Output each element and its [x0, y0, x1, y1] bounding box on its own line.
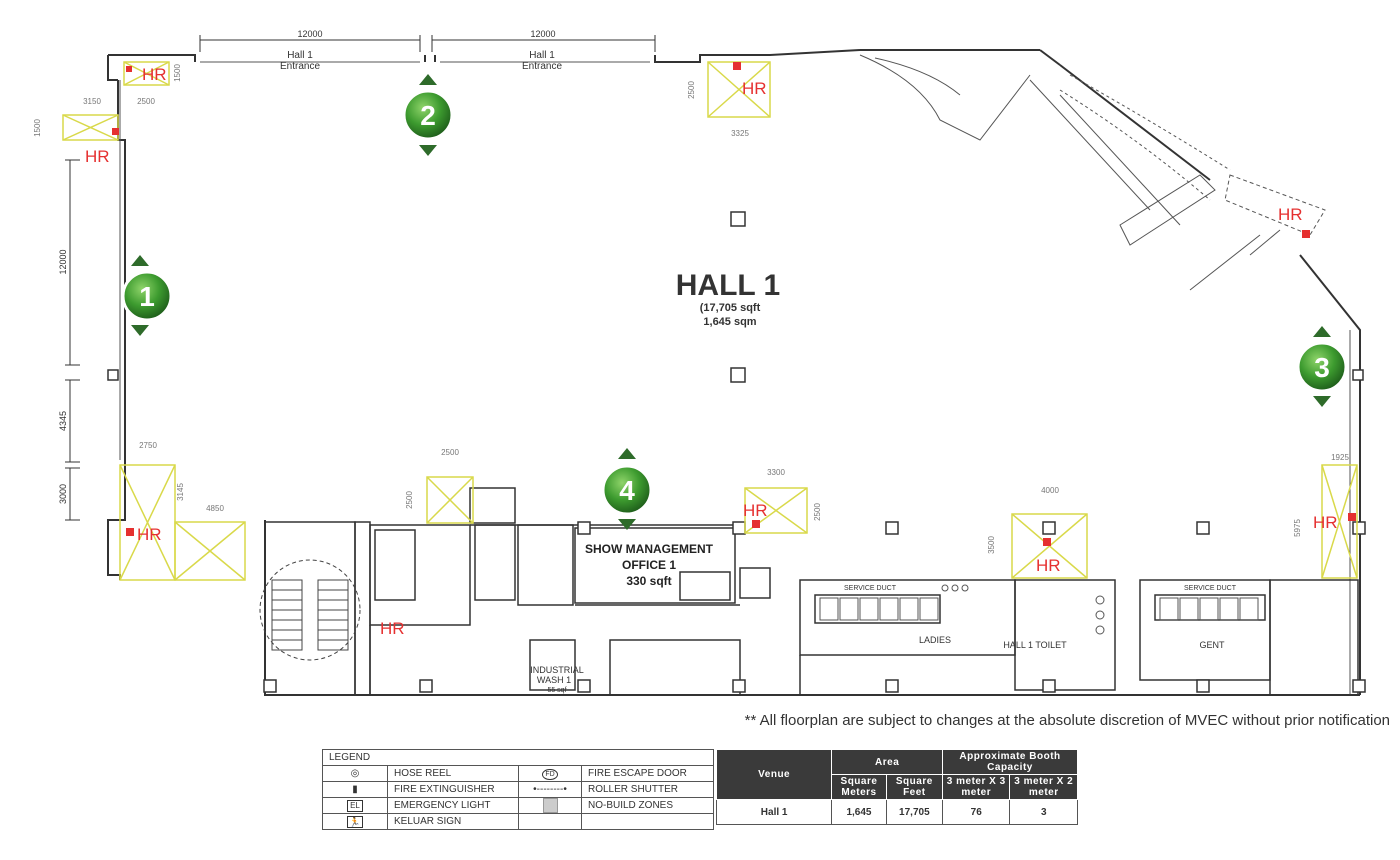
hose-reel-label: HR: [1313, 513, 1338, 532]
legend-table: LEGEND ◎ HOSE REEL FD FIRE ESCAPE DOOR ▮…: [322, 749, 714, 830]
columns: [107, 211, 1366, 693]
cell-venue: Hall 1: [715, 799, 833, 825]
service-duct-label: SERVICE DUCT: [1184, 585, 1237, 592]
hose-reel-markers: [112, 62, 1356, 546]
dim-small: 3150: [83, 97, 101, 106]
hose-reel-label: HR: [743, 501, 768, 520]
dim-small: 1500: [33, 119, 42, 137]
hose-reel-label: HR: [137, 525, 162, 544]
marker-number: 3: [1314, 352, 1330, 383]
dim-small: 3145: [176, 483, 185, 501]
south-rooms: [264, 487, 1359, 696]
dim-small: 2500: [405, 491, 414, 509]
service-duct-label: SERVICE DUCT: [844, 585, 897, 592]
dim-small: 4850: [206, 504, 224, 513]
entrance-marker-4: 4: [601, 448, 653, 530]
hose-reel-label: HR: [142, 65, 167, 84]
dim-top-1: 12000: [297, 29, 322, 39]
toilet-stalls: [819, 584, 1259, 635]
cell-sqm: 1,645: [831, 799, 887, 825]
legend-label: FIRE EXTINGUISHER: [387, 781, 519, 798]
entrance-label: Entrance: [280, 61, 320, 72]
area-capacity-table: Venue Area Approximate Booth Capacity Sq…: [715, 749, 1078, 825]
marker-number: 4: [619, 475, 635, 506]
dim-small: 2500: [137, 97, 155, 106]
toilet-label: HALL 1 TOILET: [1003, 640, 1067, 650]
hose-reel-icon: ◎: [322, 765, 388, 782]
entrance-marker-3: 3: [1296, 326, 1348, 407]
dim-left-2: 4345: [58, 411, 68, 431]
legend-label: NO-BUILD ZONES: [581, 797, 714, 814]
dim-left-3: 3000: [58, 484, 68, 504]
marker-number: 1: [139, 281, 155, 312]
ladies-label: LADIES: [919, 635, 951, 645]
legend-label: FIRE ESCAPE DOOR: [581, 765, 714, 782]
dim-small: 5975: [1293, 519, 1302, 537]
fire-extinguisher-icon: ▮: [322, 781, 388, 798]
entrance-label: Hall 1: [287, 50, 313, 61]
dim-top-2: 12000: [530, 29, 555, 39]
legend-label: ROLLER SHUTTER: [581, 781, 714, 798]
header-3x3: 3 meter X 3 meter: [941, 774, 1011, 800]
floor-plan: 12000 12000 12000 4345 3000 3150 1500 25…: [33, 29, 1366, 696]
fire-escape-door-icon: FD: [518, 765, 582, 782]
cell-3x3: 76: [941, 799, 1011, 825]
industrial-label: INDUSTRIAL: [530, 665, 584, 675]
header-venue: Venue: [715, 749, 833, 800]
hall-area-sqft: (17,705 sqft: [700, 302, 761, 314]
no-build-zones: [62, 61, 1358, 581]
dim-left-1: 12000: [58, 249, 68, 274]
dim-small: 2750: [139, 441, 157, 450]
header-sqm: Square Meters: [831, 774, 887, 800]
office-name: SHOW MANAGEMENT: [585, 542, 714, 556]
dim-small: 3300: [767, 468, 785, 477]
entrance-label: Hall 1: [529, 50, 555, 61]
legend-label: EMERGENCY LIGHT: [387, 797, 519, 814]
hose-reel-label: HR: [1278, 205, 1303, 224]
dim-small: 2500: [441, 448, 459, 457]
exit-sign-icon: 🏃: [322, 813, 388, 830]
wash-label: WASH 1: [537, 675, 571, 685]
entrance-marker-2: 2: [402, 74, 454, 156]
hose-reel-label: HR: [742, 79, 767, 98]
legend-label: HOSE REEL: [387, 765, 519, 782]
hose-reel-label: HR: [1036, 556, 1061, 575]
header-3x2: 3 meter X 2 meter: [1009, 774, 1078, 800]
legend-label: KELUAR SIGN: [387, 813, 519, 830]
dim-small: 1500: [173, 64, 182, 82]
header-capacity: Approximate Booth Capacity: [942, 749, 1078, 775]
hall-area-sqm: 1,645 sqm: [703, 316, 756, 328]
dim-small: 2500: [687, 81, 696, 99]
dim-small: 3325: [731, 129, 749, 138]
entrance-label: Entrance: [522, 61, 562, 72]
office-area: 330 sqft: [626, 574, 671, 588]
gent-label: GENT: [1199, 640, 1225, 650]
table-row: Hall 1 1,645 17,705 76 3: [715, 799, 1078, 825]
cell-sqft: 17,705: [885, 799, 944, 825]
header-sqft: Square Feet: [885, 774, 944, 800]
dim-small: 4000: [1041, 486, 1059, 495]
dim-small: 2500: [813, 503, 822, 521]
office-name: OFFICE 1: [622, 558, 676, 572]
cell-3x2: 3: [1009, 799, 1078, 825]
roller-shutter-icon: •‐‐‐‐‐‐‐‐•: [518, 781, 582, 798]
wash-area-label: 55 sqf: [547, 687, 566, 694]
marker-number: 2: [420, 100, 436, 131]
emergency-light-icon: EL: [322, 797, 388, 814]
hose-reel-label: HR: [380, 619, 405, 638]
staircase: [259, 559, 361, 661]
disclaimer-notice: ** All floorplan are subject to changes …: [744, 712, 1390, 729]
dim-small: 1925: [1331, 453, 1349, 462]
dimension-lines: [65, 35, 656, 521]
no-build-zone-icon: [518, 797, 582, 814]
dim-small: 3500: [987, 536, 996, 554]
hall-title: HALL 1: [676, 269, 780, 302]
hose-reel-label: HR: [85, 147, 110, 166]
entrance-marker-1: 1: [121, 255, 173, 336]
header-area: Area: [831, 749, 943, 775]
legend-title: LEGEND: [322, 749, 714, 766]
